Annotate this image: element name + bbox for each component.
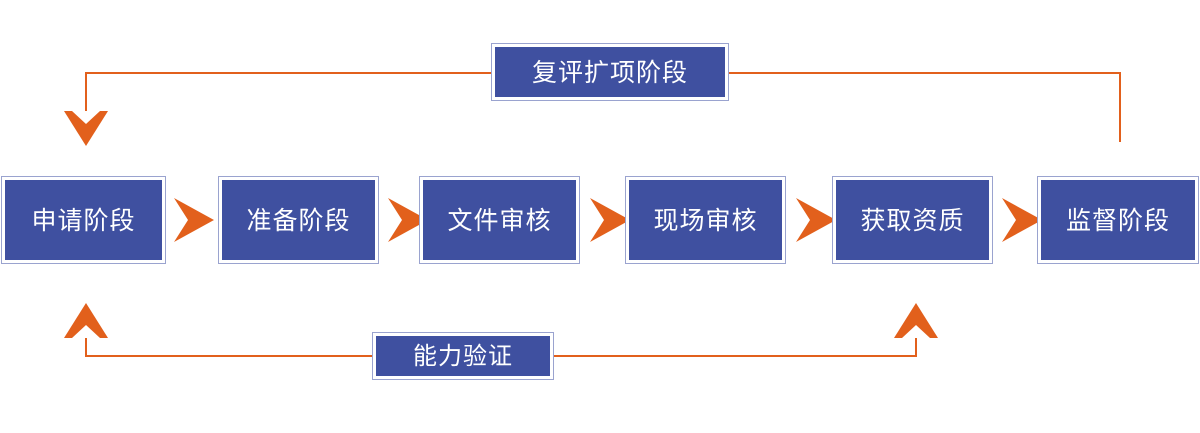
chevron-right-icon-5: [1000, 196, 1044, 248]
chevron-right-icon-1: [172, 196, 216, 248]
process-step-1[interactable]: 申请阶段: [1, 176, 166, 264]
process-step-3[interactable]: 文件审核: [419, 176, 580, 264]
process-step-6[interactable]: 监督阶段: [1037, 176, 1199, 264]
process-step-2-label: 准备阶段: [246, 205, 351, 235]
top-feedback-line-right: [727, 72, 1121, 74]
top-feedback-line-left: [86, 72, 493, 74]
chevron-right-icon-2: [386, 196, 430, 248]
process-step-3-label: 文件审核: [447, 205, 552, 235]
arrow-up-icon-left: [64, 303, 108, 338]
top-feedback-line-left-vertical: [85, 72, 87, 117]
process-step-4-label: 现场审核: [653, 205, 758, 235]
chevron-right-icon-3: [588, 196, 632, 248]
process-step-4[interactable]: 现场审核: [625, 176, 786, 264]
bottom-feedback-line-left: [86, 355, 374, 357]
chevron-right-icon-4: [794, 196, 838, 248]
process-step-2[interactable]: 准备阶段: [218, 176, 379, 264]
capability-verification-node-label: 能力验证: [413, 342, 513, 370]
bottom-feedback-line-right: [553, 355, 917, 357]
capability-verification-node[interactable]: 能力验证: [372, 332, 554, 380]
process-step-1-label: 申请阶段: [31, 205, 136, 235]
process-step-6-label: 监督阶段: [1065, 205, 1170, 235]
bottom-feedback-line-left-vertical: [85, 330, 87, 357]
arrow-down-icon: [64, 111, 108, 146]
bottom-feedback-line-right-vertical: [915, 330, 917, 357]
reassessment-node[interactable]: 复评扩项阶段: [491, 43, 729, 101]
reassessment-node-label: 复评扩项阶段: [531, 57, 688, 87]
process-step-5[interactable]: 获取资质: [832, 176, 993, 264]
top-feedback-line-right-vertical: [1119, 72, 1121, 142]
process-step-5-label: 获取资质: [860, 205, 965, 235]
arrow-up-icon-right: [894, 303, 938, 338]
